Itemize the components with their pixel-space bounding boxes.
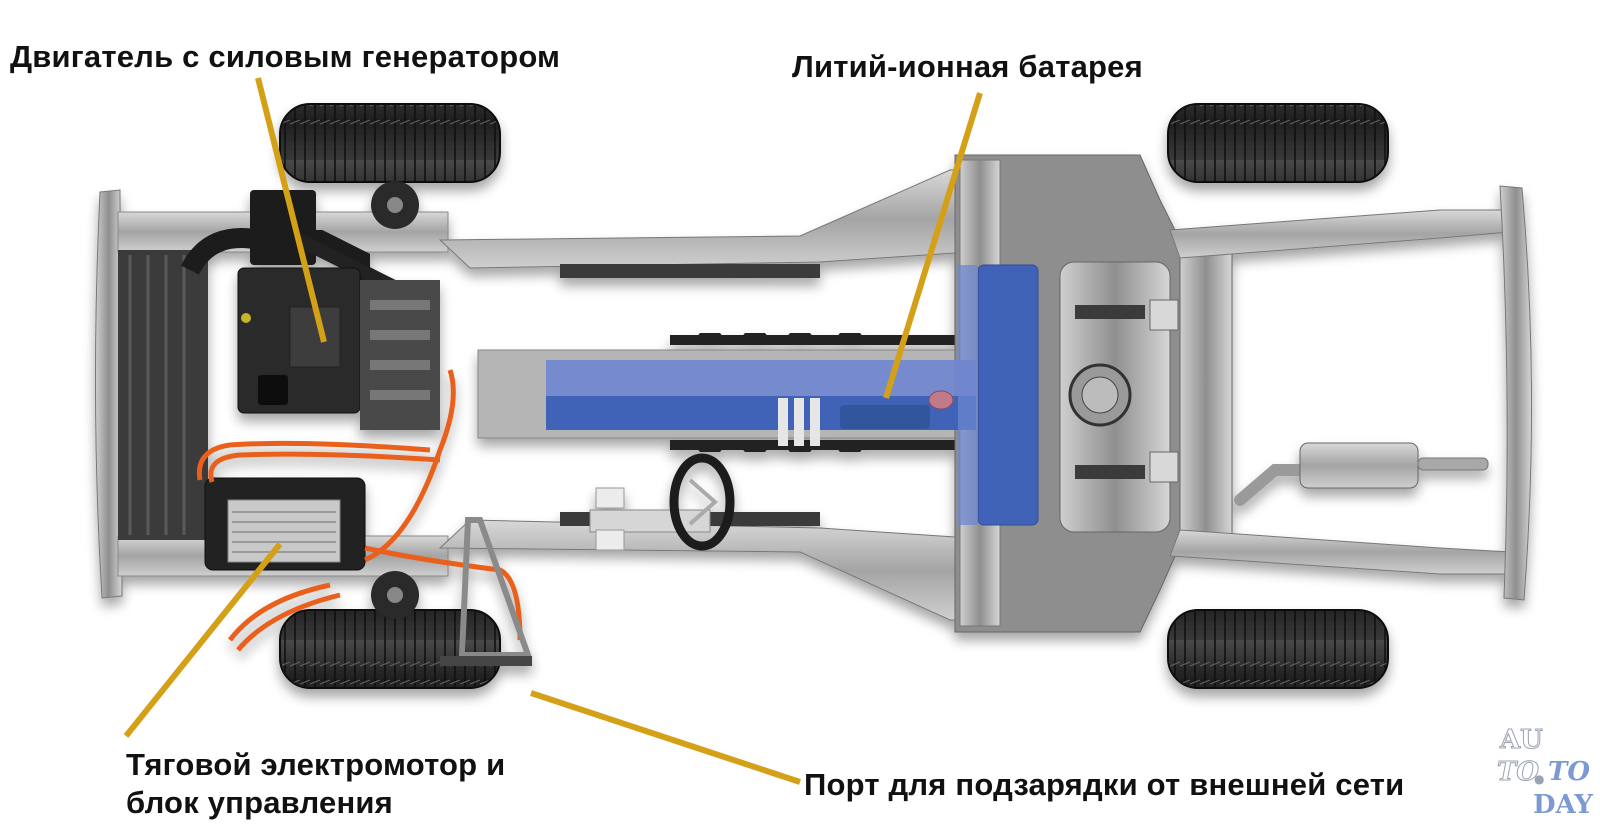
rear-bumper: [1499, 185, 1533, 601]
callout-traction-motor-line2: блок управления: [126, 785, 393, 820]
lithium-ion-battery: [546, 264, 1039, 526]
watermark-au: AU: [1500, 725, 1544, 755]
leader-line-battery: [883, 92, 983, 399]
leader-line-port: [530, 690, 801, 785]
callout-engine-generator: Двигатель с силовым генератором: [10, 39, 561, 74]
rear-axle-beam: [1179, 239, 1233, 547]
wheel-front-right: [279, 571, 501, 689]
charge-port-bracket: [440, 517, 533, 666]
watermark-to-blue: TO: [1548, 757, 1590, 787]
wheel-rear-right: [1167, 609, 1389, 689]
wheel-front-left: [279, 103, 501, 229]
radiator: [118, 250, 208, 540]
exhaust-pipe: [1417, 457, 1489, 471]
callout-lithium-ion-battery: Литий-ионная батарея: [792, 49, 1143, 84]
front-bumper: [94, 189, 123, 599]
callout-traction-motor: Тяговой электромотор и блок управления: [126, 746, 505, 822]
watermark-day: DAY: [1533, 790, 1593, 820]
callout-charge-port: Порт для подзарядки от внешней сети: [804, 767, 1405, 802]
watermark-to-outline: TO: [1497, 757, 1540, 787]
steering-wheel: [589, 453, 735, 551]
hv-cables: [196, 369, 523, 652]
leader-line-motor: [123, 542, 283, 738]
callout-traction-motor-line1: Тяговой электромотор и: [126, 747, 506, 782]
leader-lines: [123, 77, 983, 785]
traction-motor-unit: [204, 477, 366, 571]
leader-line-engine: [255, 77, 327, 343]
chassis-body: [94, 103, 1533, 689]
watermark-dot-icon: ●: [1534, 772, 1545, 786]
wheel-rear-left: [1167, 103, 1389, 183]
engine-generator: [181, 190, 440, 430]
muffler: [1299, 442, 1419, 489]
